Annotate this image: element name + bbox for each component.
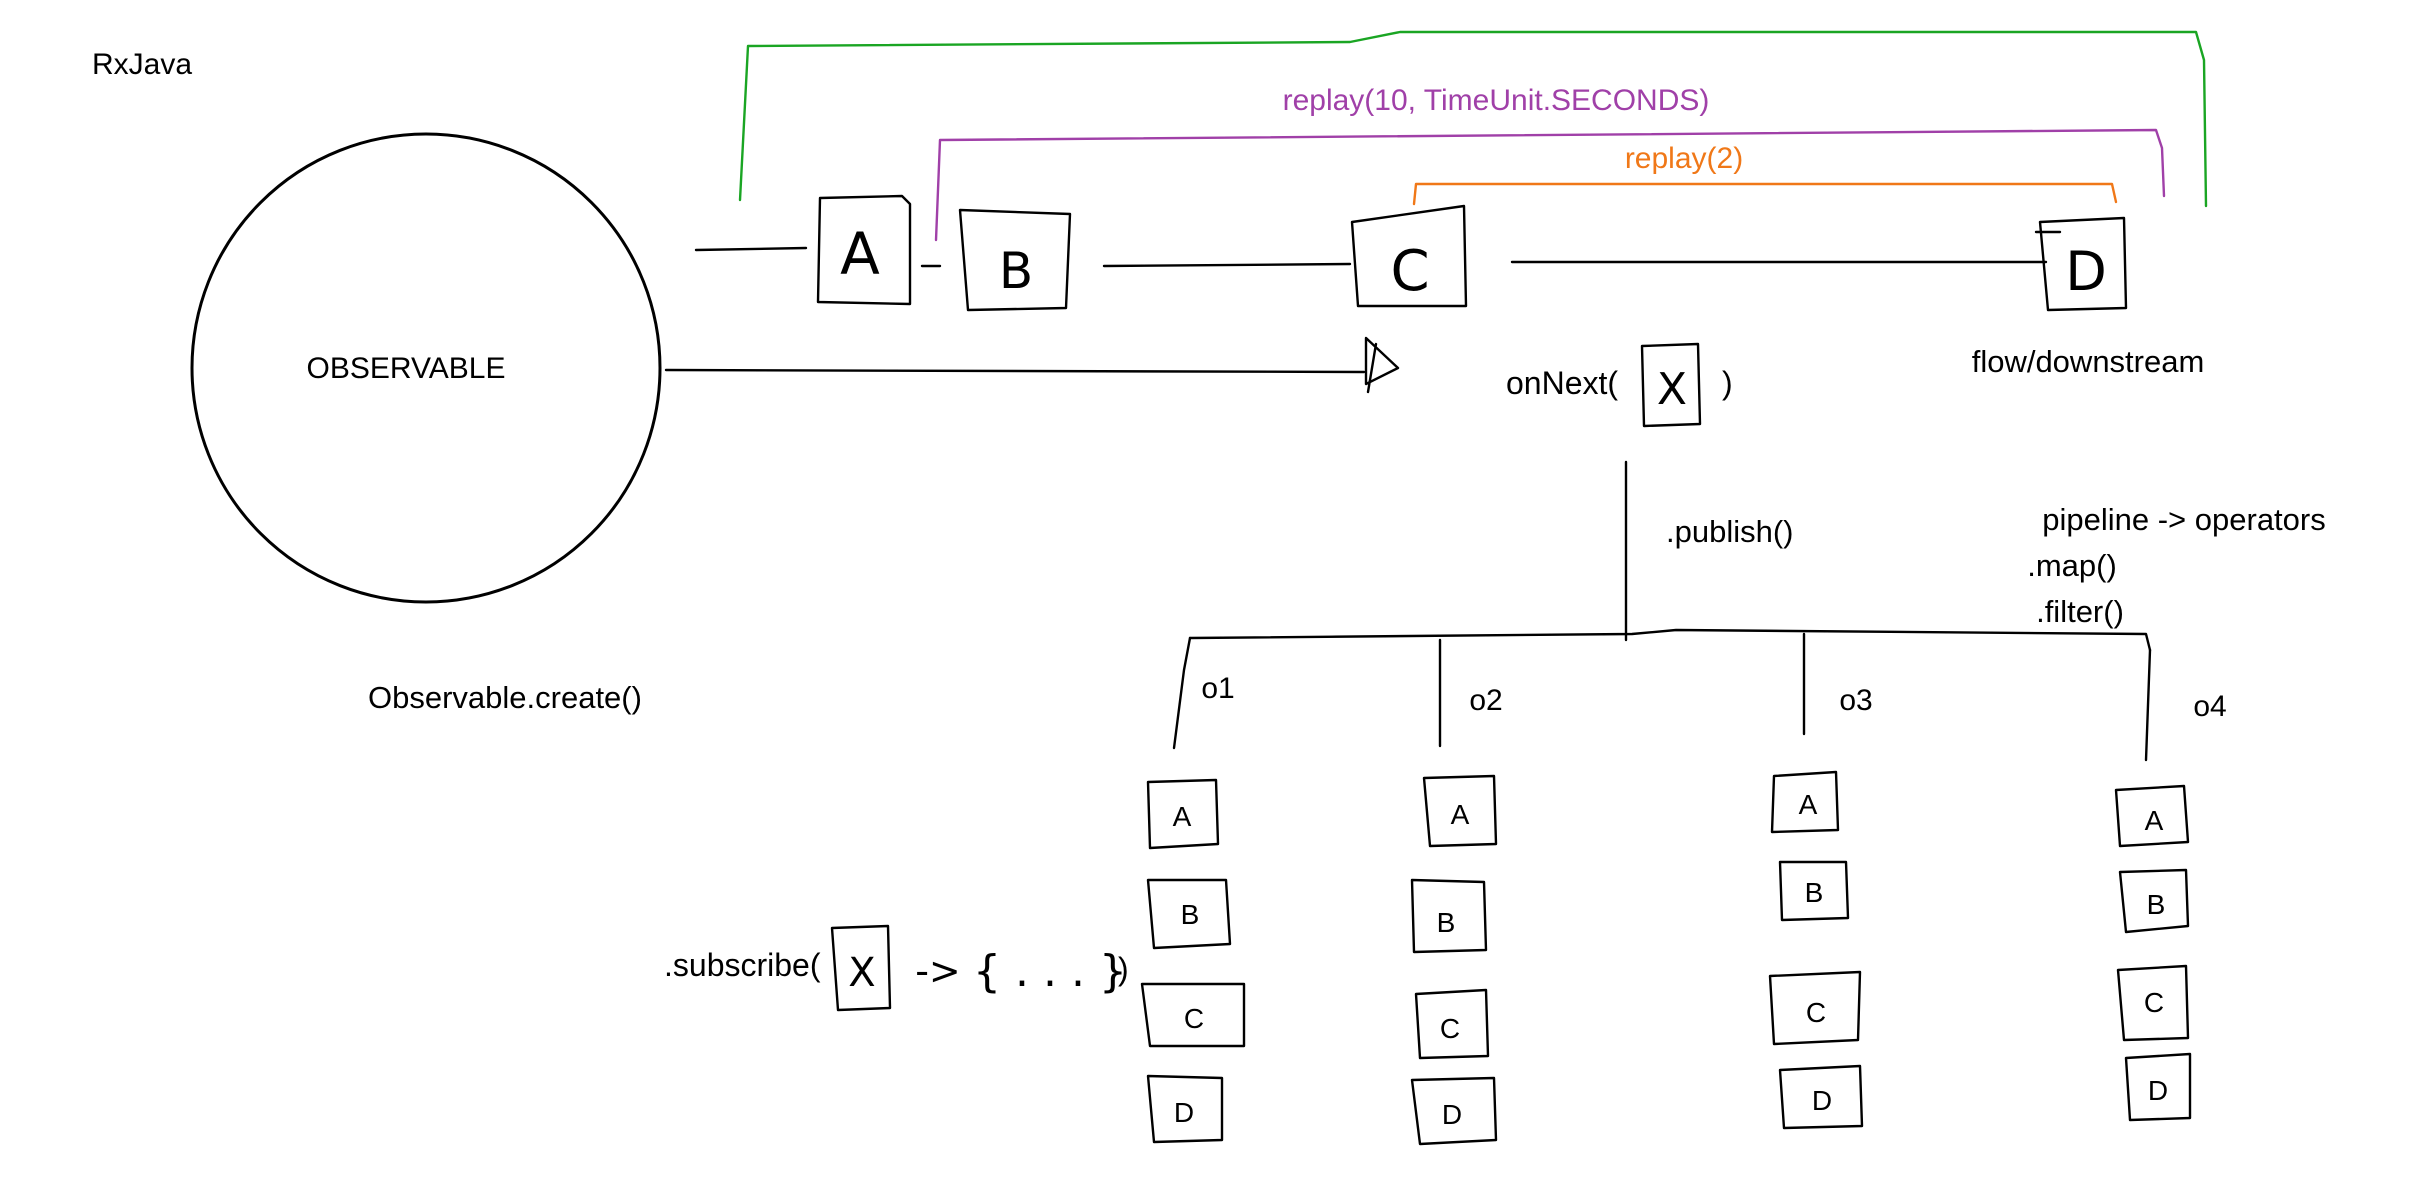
timeline-segment	[1102, 262, 1352, 268]
observer-name: o2	[1469, 684, 1502, 717]
diagram-title: RxJava	[92, 48, 192, 81]
observable-create-label: Observable.create()	[368, 680, 642, 715]
replay-count-label: replay(2)	[1625, 142, 1743, 175]
onnext-prefix: onNext(	[1506, 365, 1618, 401]
observer-name: o3	[1839, 684, 1872, 717]
observer-item-label: C	[2144, 987, 2164, 1018]
observer-item-label: A	[2145, 805, 2164, 836]
timeline-item-label: A	[840, 220, 880, 288]
publish-branch-line	[1188, 628, 2152, 652]
timeline-segment	[694, 246, 808, 252]
observer-item-box	[1146, 878, 1232, 950]
filter-label: .filter()	[2036, 594, 2124, 629]
replay-count-bracket	[1412, 182, 2118, 206]
onnext-suffix: )	[1722, 365, 1733, 401]
observer-item-box	[1770, 770, 1840, 834]
observer-item-box	[1414, 988, 1490, 1060]
observer-branch-o4	[2144, 648, 2152, 762]
observer-item-box	[1140, 982, 1246, 1048]
observer-item-label: B	[2147, 889, 2166, 920]
observer-item-label: A	[1451, 799, 1470, 830]
timeline-item-box	[2034, 216, 2128, 312]
replay-all-bracket	[738, 30, 2208, 208]
emit-arrow-head-icon	[1364, 336, 1400, 394]
observer-item-label: D	[1442, 1099, 1462, 1130]
observer-item-box	[2116, 964, 2190, 1042]
observer-item-box	[2114, 784, 2190, 848]
observer-item-box	[1778, 1064, 1864, 1130]
subscribe-item-label: X	[848, 950, 875, 996]
onnext-item-label: X	[1657, 364, 1687, 415]
observer-item-label: A	[1799, 789, 1818, 820]
observer-name: o4	[2193, 690, 2226, 723]
pipeline-label: pipeline -> operators	[2042, 502, 2325, 537]
subscribe-lambda-body: { . . . }	[973, 946, 1127, 997]
observer-item-label: C	[1440, 1013, 1460, 1044]
replay-time-label: replay(10, TimeUnit.SECONDS)	[1283, 84, 1710, 117]
publish-label: .publish()	[1666, 514, 1794, 549]
map-label: .map()	[2027, 548, 2117, 583]
timeline-item-box	[958, 208, 1072, 312]
observer-item-label: B	[1181, 899, 1200, 930]
observer-item-box	[1410, 878, 1488, 954]
observer-item-label: C	[1184, 1003, 1204, 1034]
replay-time-bracket	[934, 128, 2166, 242]
observer-item-box	[1410, 1076, 1498, 1146]
timeline-item-label: C	[1390, 239, 1429, 304]
subscribe-item-box	[830, 924, 892, 1012]
observer-item-label: D	[2148, 1075, 2168, 1106]
subscribe-prefix: .subscribe(	[664, 947, 821, 983]
observer-name: o1	[1201, 672, 1234, 705]
observer-item-box	[1422, 774, 1498, 848]
timeline-item-label: D	[2065, 240, 2107, 303]
timeline-item-label: B	[999, 242, 1033, 300]
subscribe-suffix: )	[1118, 951, 1129, 987]
observer-item-box	[2118, 868, 2190, 934]
observable-label: OBSERVABLE	[307, 352, 506, 385]
observer-item-box	[1146, 778, 1220, 850]
observer-item-box	[1146, 1074, 1224, 1144]
observer-item-label: C	[1806, 997, 1826, 1028]
observable-circle	[190, 132, 662, 604]
observer-item-label: A	[1173, 801, 1192, 832]
observer-item-box	[1768, 970, 1862, 1046]
observer-item-label: B	[1805, 877, 1824, 908]
flow-downstream-label: flow/downstream	[1972, 344, 2205, 379]
timeline-item-box	[816, 194, 912, 306]
emit-arrow-line	[664, 368, 1366, 374]
observer-item-label: D	[1812, 1085, 1832, 1116]
observer-item-box	[2124, 1052, 2192, 1122]
observer-item-label: D	[1174, 1097, 1194, 1128]
timeline-item-box	[1350, 204, 1468, 308]
observer-item-label: B	[1437, 907, 1456, 938]
observer-branch-o1	[1172, 636, 1192, 750]
observer-item-box	[1778, 860, 1850, 922]
onnext-item-box	[1640, 342, 1702, 428]
subscribe-arrow: ->	[915, 949, 961, 993]
